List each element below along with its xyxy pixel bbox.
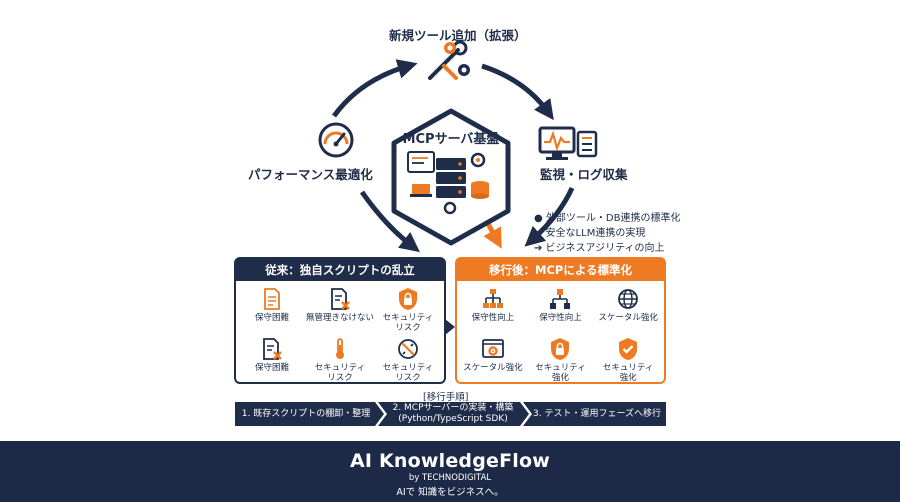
cycle-graphic [318,40,598,339]
item-caption: 保守困難 [254,363,289,373]
document-icon [264,288,280,310]
globe-icon [618,289,639,309]
network-icon [550,289,571,309]
before-item: 保守困難 [238,284,306,334]
cycle-arrow-right-down [524,186,575,247]
benefit-item: ● 外部ツール・DB連携の標準化 [534,213,681,224]
before-panel-title: 従来：独自スクリプトの乱立 [236,259,444,281]
cycle-label-top: 新規ツール追加（拡張） [389,28,527,43]
after-item: スケータル強化 [594,284,662,334]
server-icon [407,151,489,215]
broken-link-icon [398,339,418,359]
migration-step: 2. MCPサーバーの実装・構築 (Python/TypeScript SDK) [392,403,514,424]
footer-brand: AI KnowledgeFlow [349,450,551,472]
migration-step: 3. テスト・運用フェーズへ移行 [533,408,661,419]
cycle-arrow-bottom-left [359,190,420,253]
item-caption: セキュリティ 強化 [602,363,654,383]
footer-byline: by TECHNODIGITAL [408,473,492,483]
benefit-item: ➔ 安全なLLM連携の実現 [534,228,646,239]
hexagon-label: MCPサーバ基盤 [402,132,500,147]
after-item: セキュリティ 強化 [527,334,595,384]
document-x-icon [331,288,350,310]
lock-icon [399,288,417,310]
item-caption: 保守性向上 [471,313,515,323]
monitor-log-icon [538,126,598,160]
before-item: 無管理きなけない [306,284,374,334]
after-panel-title: 移行後：MCPによる標準化 [457,259,664,281]
benefits-list: ● 外部ツール・DB連携の標準化 ➔ 安全なLLM連携の実現 ➔ ビジネスアジリ… [534,211,680,256]
benefit-item: ➔ ビジネスアジリティの向上 [534,243,665,254]
cycle-arrow-left-up [331,59,418,118]
before-item: セキュリティ リスク [306,334,374,384]
wrench-gear-icon [428,40,470,80]
item-caption: セキュリティ リスク [382,363,434,383]
after-item: 保守性向上 [459,284,527,334]
after-item: セキュリティ 強化 [594,334,662,384]
cycle-arrow-top-right [481,63,554,121]
cycle-label-left: パフォーマンス最適化 [248,167,373,182]
item-caption: セキュリティ リスク [382,313,434,333]
item-caption: スケータル強化 [598,313,658,323]
after-item: スケータル強化 [459,334,527,384]
before-item: 保守困難 [238,334,306,384]
thermometer-icon [336,338,344,359]
document-x-icon [263,338,282,360]
before-item: セキュリティ リスク [374,284,442,334]
footer-tagline: AIで 知識をビジネスへ。 [396,487,504,498]
lock-icon [551,338,570,360]
after-item: 保守性向上 [527,284,595,334]
footer: AI KnowledgeFlow by TECHNODIGITAL AIで 知識… [0,441,900,502]
before-item: セキュリティ リスク [374,334,442,384]
item-caption: セキュリティ 強化 [535,363,586,383]
item-caption: 無管理きなけない [306,313,375,323]
item-caption: セキュリティ リスク [314,363,366,383]
gauge-icon [318,122,354,158]
hierarchy-icon [482,289,503,308]
migration-title: [移行手順] [423,392,469,403]
before-panel: 従来：独自スクリプトの乱立 保守困難 無管理きなけない セキュリティ リスク 保… [234,257,446,384]
browser-gear-icon [481,339,504,358]
item-caption: スケータル強化 [463,363,523,373]
item-caption: 保守性向上 [539,313,582,323]
after-panel: 移行後：MCPによる標準化 保守性向上 保守性向上 スケータル強化 スケータル強… [455,257,666,384]
item-caption: 保守困難 [254,313,289,323]
shield-check-icon [619,338,638,360]
migration-step: 1. 既存スクリプトの棚卸・整理 [241,408,371,419]
cycle-label-right: 監視・ログ収集 [540,167,628,182]
